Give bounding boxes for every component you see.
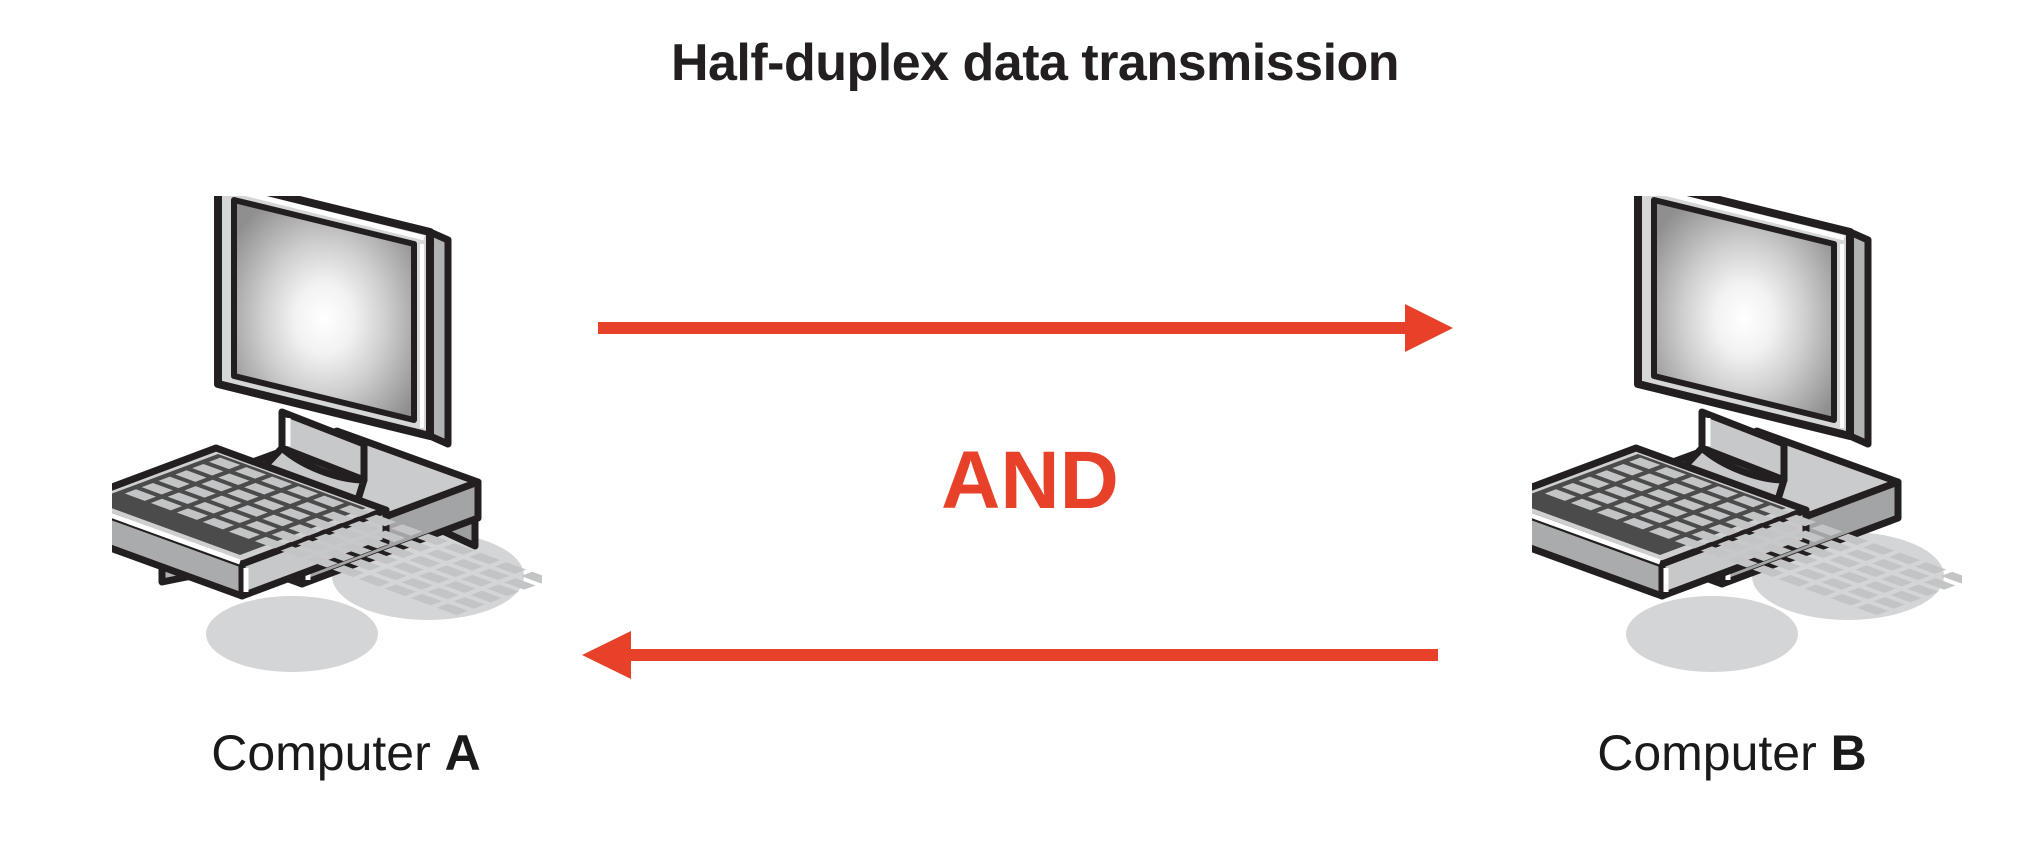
- computer-b-caption: Computer B: [1452, 726, 2012, 781]
- computer-a-caption-prefix: Computer: [211, 725, 445, 781]
- desktop-computer-icon: [1488, 176, 1973, 672]
- diagram-title: Half-duplex data transmission: [670, 34, 1400, 92]
- computer-b-caption-prefix: Computer: [1597, 725, 1831, 781]
- computer-a-caption: Computer A: [66, 726, 626, 781]
- computer-b-caption-letter: B: [1830, 725, 1867, 781]
- desktop-computer-icon: [68, 176, 553, 672]
- arrow-b-to-a: [582, 631, 1438, 679]
- arrow-a-to-b: [598, 304, 1453, 352]
- and-label: AND: [941, 435, 1119, 526]
- computer-a-caption-letter: A: [444, 725, 481, 781]
- computer-b-illustration: [1488, 176, 1973, 706]
- computer-a-illustration: [68, 176, 553, 706]
